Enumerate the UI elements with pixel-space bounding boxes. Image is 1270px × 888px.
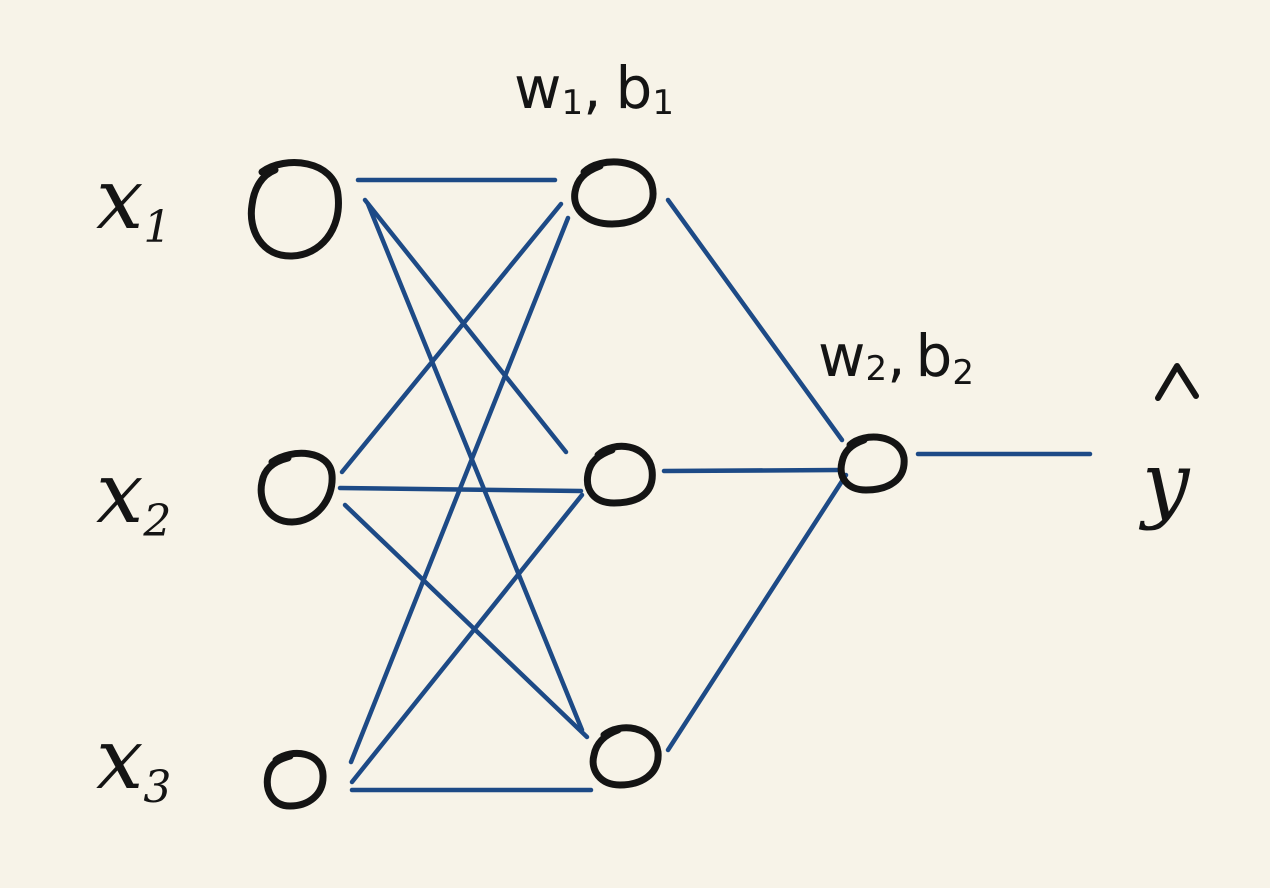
output-label-text: y — [1138, 434, 1191, 532]
edge-x1-h3 — [365, 201, 585, 733]
input-label-2: x2 — [96, 444, 171, 547]
input-label-3: x3 — [96, 710, 171, 813]
edge-x2-h1 — [339, 201, 564, 475]
hidden-layer — [571, 158, 662, 789]
input-node-2 — [257, 449, 336, 526]
input-layer — [247, 159, 342, 810]
input-label-1: x1 — [96, 150, 171, 253]
edge-x2-h3 — [342, 502, 590, 740]
hidden-node-1 — [571, 158, 657, 228]
edge-x3-h1 — [348, 215, 571, 765]
edge-x3-h2 — [349, 492, 585, 785]
input-labels: x1 x2 x3 — [96, 150, 171, 813]
input-node-1 — [247, 159, 342, 260]
edge-h1-out — [665, 197, 845, 443]
layer2-params-label: w2,b2 — [818, 322, 974, 393]
edges-input-to-hidden — [337, 177, 594, 793]
layer1-params-label: w1,b1 — [514, 54, 674, 123]
hidden-node-3 — [589, 724, 662, 789]
edge-h3-out — [665, 472, 849, 753]
output-label: y — [1138, 363, 1199, 532]
input-node-3 — [263, 749, 327, 810]
edge-h2-out — [661, 467, 843, 474]
edges-hidden-to-output — [661, 197, 1093, 753]
edge-x1-h2 — [362, 197, 569, 455]
hidden-node-2 — [583, 442, 656, 507]
output-node — [837, 433, 908, 494]
hat-icon — [1155, 363, 1199, 401]
